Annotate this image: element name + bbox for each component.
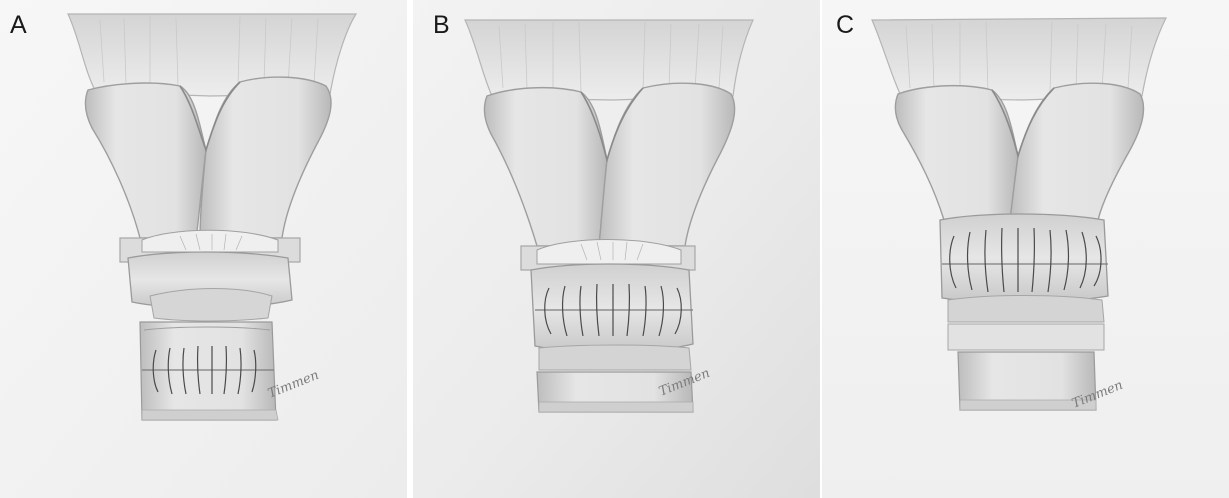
- panel-a: Timmen A: [0, 0, 407, 498]
- panel-label: A: [10, 13, 27, 38]
- larynx-sketch-a: Timmen: [0, 0, 407, 498]
- panel-b: Timmen B: [413, 0, 820, 498]
- cricoid-cartilage: [531, 264, 693, 352]
- tracheal-ring: [539, 345, 691, 370]
- cricoid-ring: [150, 289, 272, 322]
- panel-c: Timmen C: [822, 0, 1229, 498]
- larynx-sketch-b: Timmen: [413, 0, 820, 498]
- panel-label: C: [836, 13, 854, 38]
- larynx-sketch-c: Timmen: [822, 0, 1229, 498]
- tracheal-ring: [948, 296, 1104, 323]
- thyroid-lower-border: [940, 214, 1108, 302]
- tracheal-ring: [948, 324, 1104, 350]
- panel-label: B: [433, 13, 450, 38]
- trachea-cut-edge: [539, 402, 693, 412]
- trachea-cut-edge: [142, 410, 278, 420]
